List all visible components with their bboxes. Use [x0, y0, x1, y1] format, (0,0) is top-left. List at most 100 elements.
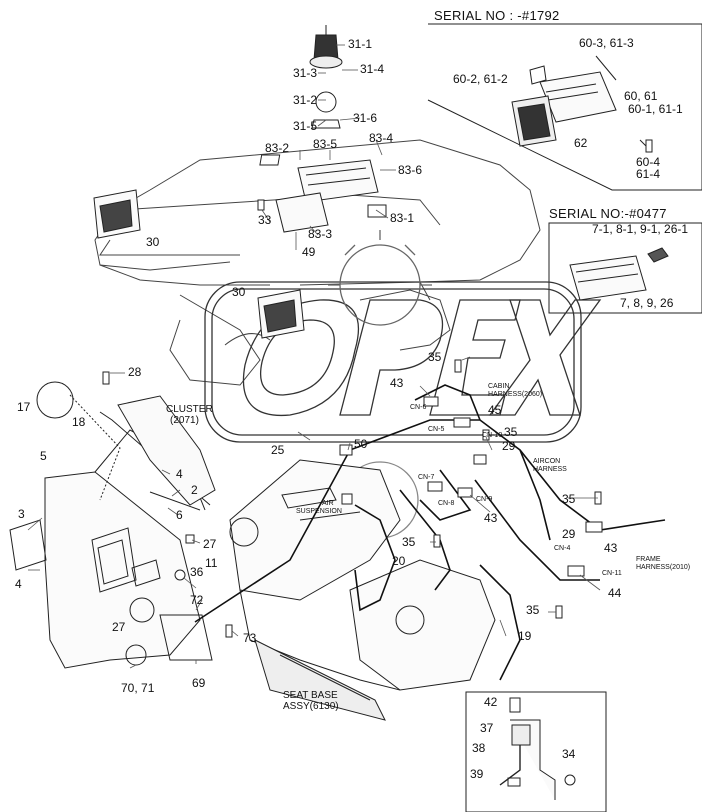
aircon-harness-label-2: HARNESS	[533, 466, 567, 473]
cluster-label: CLUSTER	[166, 404, 213, 415]
part-label-62: 62	[574, 136, 588, 150]
part-label-38: 38	[472, 741, 486, 755]
part-label-27-lower: 27	[112, 620, 126, 634]
seat-base-label: SEAT BASE	[283, 690, 338, 701]
inset-title-serial-0477: SERIAL NO:-#0477	[549, 206, 667, 221]
part-label-7-1: 7-1, 8-1, 9-1, 26-1	[592, 222, 689, 236]
part-label-43-b: 43	[484, 511, 498, 525]
part-label-5: 5	[40, 449, 47, 463]
cluster-panel	[117, 395, 216, 506]
part-label-37: 37	[480, 721, 494, 735]
part-label-31-4: 31-4	[360, 62, 385, 76]
part-label-25: 25	[271, 443, 285, 457]
air-suspension-label: AIR	[322, 500, 334, 507]
part-label-60-3: 60-3, 61-3	[579, 36, 634, 50]
inset-box-top	[427, 23, 702, 191]
part-label-30-rear: 30	[232, 285, 246, 299]
cabin-harness-label: CABIN	[488, 383, 510, 390]
part-label-4-upper: 4	[176, 467, 183, 481]
part-label-72: 72	[190, 593, 204, 607]
connector-cn10: CN-10	[482, 432, 503, 439]
part-label-69: 69	[192, 676, 206, 690]
part-label-7-8-9-26: 7, 8, 9, 26	[620, 296, 674, 310]
part-label-83-3: 83-3	[308, 227, 333, 241]
left-console	[9, 381, 213, 669]
part-label-19: 19	[518, 629, 532, 643]
part-label-83-2: 83-2	[265, 141, 290, 155]
inset-radio-1792	[511, 55, 653, 153]
cabin-harness-code: HARNESS(2060)	[488, 391, 543, 398]
connectors	[339, 396, 603, 577]
part-label-61-4: 61-4	[636, 167, 661, 181]
part-label-18: 18	[72, 415, 86, 429]
part-label-29-a: 29	[502, 439, 516, 453]
part-label-11: 11	[205, 556, 218, 570]
part-label-4-lower: 4	[15, 577, 22, 591]
part-label-35-a: 35	[428, 350, 442, 364]
part-label-6: 6	[176, 508, 183, 522]
part-label-50: 50	[354, 437, 368, 451]
connector-cn11: CN-11	[602, 570, 622, 577]
aircon-harness-label: AIRCON	[533, 458, 561, 465]
part-label-17: 17	[17, 400, 31, 414]
watermark-logo	[204, 230, 602, 539]
seat-body	[229, 459, 496, 721]
frame-harness-code: HARNESS(2010)	[636, 564, 691, 571]
part-label-33: 33	[258, 213, 272, 227]
part-label-83-1: 83-1	[390, 211, 415, 225]
radio-unit	[259, 154, 387, 233]
part-label-34: 34	[562, 747, 576, 761]
part-label-43-a: 43	[390, 376, 404, 390]
connector-cn7: CN-7	[418, 474, 435, 481]
inset-switch-bracket	[499, 719, 576, 800]
part-label-49: 49	[302, 245, 316, 259]
part-label-29-b: 29	[562, 527, 576, 541]
part-label-31-6: 31-6	[353, 111, 378, 125]
part-label-60-4: 60-4	[636, 155, 661, 169]
part-label-60-2: 60-2, 61-2	[453, 72, 508, 86]
part-label-42: 42	[484, 695, 498, 709]
beacon-light	[309, 25, 343, 129]
bolts	[102, 139, 653, 713]
air-suspension-label-2: SUSPENSION	[296, 508, 342, 515]
work-light-rear	[257, 289, 305, 339]
inset-box-mid	[548, 222, 702, 314]
cluster-code-label: (2071)	[170, 415, 199, 426]
connector-cn8: CN-8	[438, 500, 455, 507]
seat-base-code: ASSY(6130)	[283, 701, 339, 712]
connector-cn6: CN-6	[410, 404, 427, 411]
part-label-28: 28	[128, 365, 142, 379]
part-label-31-5: 31-5	[293, 119, 318, 133]
connector-cn4: CN-4	[554, 545, 571, 552]
frame-harness-label: FRAME	[636, 556, 661, 563]
part-label-3: 3	[18, 507, 25, 521]
part-label-73: 73	[243, 631, 257, 645]
part-label-45: 45	[488, 403, 502, 417]
part-label-39: 39	[470, 767, 484, 781]
connector-cn9: CN-9	[476, 496, 493, 503]
part-label-31-3: 31-3	[293, 66, 318, 80]
part-label-36: 36	[190, 565, 204, 579]
part-label-2: 2	[191, 483, 198, 497]
part-label-35-e: 35	[526, 603, 540, 617]
part-label-35-c: 35	[562, 492, 576, 506]
part-label-60: 60, 61	[624, 89, 658, 103]
connector-cn5: CN-5	[428, 426, 445, 433]
part-label-60-1: 60-1, 61-1	[628, 102, 683, 116]
part-label-44: 44	[608, 586, 622, 600]
part-label-20: 20	[392, 554, 406, 568]
part-label-70-71: 70, 71	[121, 681, 155, 695]
leader-lines	[27, 44, 601, 669]
part-label-35-d: 35	[402, 535, 416, 549]
harness-wires	[194, 384, 666, 681]
part-label-83-4: 83-4	[369, 131, 394, 145]
inset-radio-0477	[569, 247, 669, 301]
inset-box-bottom	[465, 691, 607, 812]
part-label-35-b: 35	[504, 425, 518, 439]
part-label-31-2: 31-2	[293, 93, 318, 107]
part-label-27-upper: 27	[203, 537, 217, 551]
part-label-31-1: 31-1	[348, 37, 373, 51]
part-label-83-6: 83-6	[398, 163, 423, 177]
